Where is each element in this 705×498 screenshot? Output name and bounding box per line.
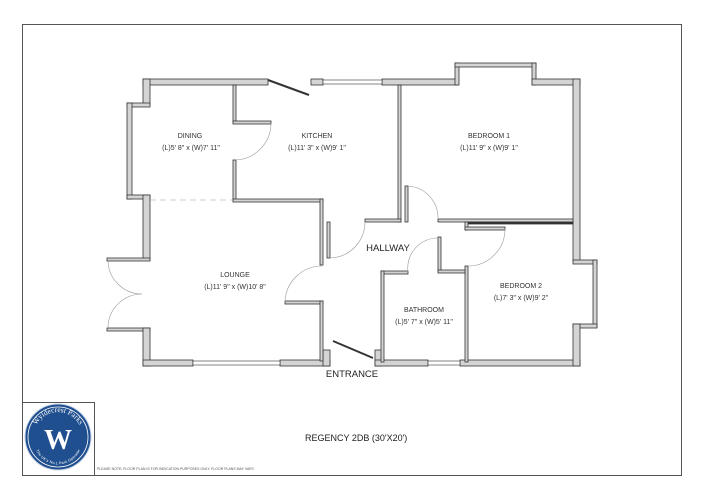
wall [322, 349, 331, 367]
wall [437, 269, 466, 274]
room-dims-kitchen: (L)11' 3" x (W)9' 1" [288, 145, 346, 152]
wall [319, 198, 324, 266]
wall [459, 359, 581, 367]
room-name-dining: DINING [177, 133, 203, 140]
wall [142, 78, 151, 106]
room-dims-bathroom: (L)5' 7" x (W)5' 11" [395, 319, 453, 326]
logo-box [22, 402, 95, 476]
wall [397, 84, 402, 223]
wall [364, 218, 402, 223]
door-swing [235, 122, 272, 161]
room-dims-bedroom2: (L)7' 3" x (W)9' 2" [493, 295, 549, 302]
wall [319, 300, 324, 362]
doors [107, 79, 506, 359]
wall [464, 226, 506, 231]
wall [454, 62, 537, 68]
wall [126, 102, 133, 200]
room-dims-lounge: (L)11' 9" x (W)10' 8" [204, 284, 266, 291]
walls [106, 62, 598, 367]
window [427, 360, 461, 366]
room-name-bathroom: BATHROOM [404, 307, 444, 314]
wall [464, 265, 469, 363]
room-name-kitchen: KITCHEN [301, 133, 333, 140]
door-swing [284, 265, 323, 303]
entrance-label: ENTRANCE [325, 369, 379, 380]
drawing-frame [22, 24, 682, 476]
wall [310, 78, 324, 86]
door-swing [467, 228, 506, 267]
plan-title: REGENCY 2DB (30'X20') [305, 433, 408, 443]
door-french [107, 260, 143, 329]
window [322, 79, 383, 85]
window [192, 360, 281, 366]
hallway-label: HALLWAY [366, 243, 410, 254]
door-swing [407, 185, 439, 220]
wall [437, 218, 574, 223]
wall [404, 185, 409, 223]
wall [142, 359, 194, 367]
room-name-bedroom2: BEDROOM 2 [499, 283, 543, 290]
wall [142, 194, 151, 261]
door-swing [407, 237, 439, 273]
wall [142, 78, 269, 86]
wall [232, 198, 324, 203]
wyldecrest-logo: Wyldecrest Parks W The UK's No.1 Park Op… [24, 403, 92, 471]
disclaimer-note: PLEASE NOTE: FLOOR PLAN IS FOR INDICATIO… [97, 467, 255, 471]
wall [232, 84, 237, 124]
wall [572, 323, 581, 367]
windows [192, 79, 461, 366]
wall [106, 257, 151, 262]
wall [437, 236, 442, 273]
wall [380, 270, 385, 363]
wall [572, 78, 581, 263]
wall [381, 78, 459, 86]
wall [232, 120, 272, 125]
logo-letter: W [44, 425, 72, 456]
wall [466, 221, 574, 225]
wall [380, 270, 409, 275]
room-dims-dining: (L)5' 8" x (W)7' 11" [162, 145, 220, 152]
room-dims-bedroom1: (L)11' 9" x (W)9' 1" [460, 145, 518, 152]
door-entrance [332, 340, 374, 359]
room-name-lounge: LOUNGE [220, 272, 250, 279]
wall [592, 259, 598, 328]
wall [284, 300, 324, 305]
door-kitchen [267, 79, 310, 96]
room-name-bedroom1: BEDROOM 1 [467, 133, 511, 140]
door-swing [329, 221, 366, 259]
wall [326, 221, 331, 259]
wall [232, 159, 237, 202]
